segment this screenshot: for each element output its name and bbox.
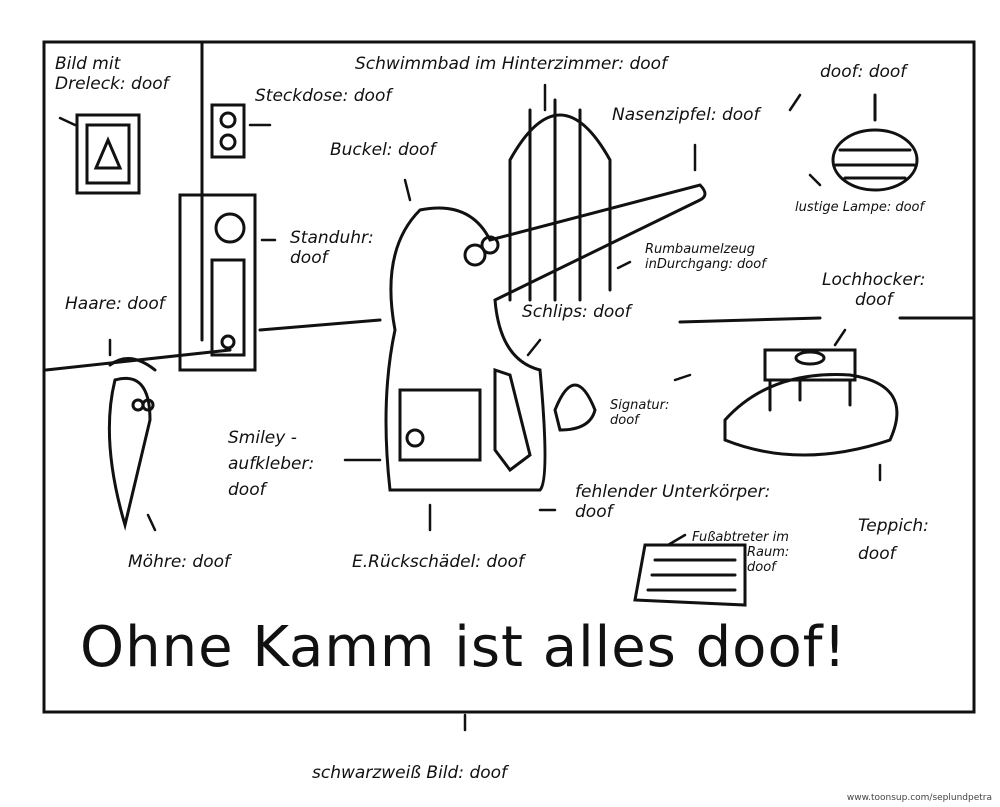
floor-line: [44, 316, 974, 372]
label-steckdose: Steckdose: doof: [255, 86, 392, 106]
doormat: [633, 543, 747, 607]
label-line: doof: [747, 560, 776, 575]
label-line: Teppich:: [858, 516, 929, 536]
label-line: Bild mit: [55, 54, 121, 74]
label-doof-doof: doof: doof: [820, 62, 907, 82]
label-schwarzweiss-bild: schwarzweiß Bild: doof: [312, 763, 508, 783]
label-line: Signatur:: [610, 398, 670, 413]
picture-frame: [42, 40, 976, 714]
label-rueckschaedel: E.Rückschädel: doof: [352, 552, 525, 572]
label-line: Smiley -: [228, 428, 297, 448]
label-line: inDurchgang: doof: [645, 257, 766, 272]
label-nasenzipfel: Nasenzipfel: doof: [612, 105, 760, 125]
label-schwimmbad: Schwimmbad im Hinterzimmer: doof: [355, 54, 668, 74]
carrot: [107, 357, 157, 531]
credit-text: www.toonsup.com/seplundpetra: [846, 793, 992, 803]
stool-and-rug: [723, 348, 899, 457]
lamp: [831, 93, 919, 192]
man-figure: [384, 183, 707, 492]
socket: [210, 103, 246, 159]
label-line: Raum:: [747, 545, 790, 560]
label-line: Rumbaumelzeug: [645, 242, 755, 257]
triangle-picture: [75, 113, 141, 195]
label-buckel: Buckel: doof: [330, 140, 436, 160]
label-line: Fußabtreter im: [692, 530, 789, 545]
label-lochhocker: Lochhocker:doof: [822, 270, 926, 310]
label-moehre: Möhre: doof: [128, 552, 230, 572]
label-standuhr: Standuhr:doof: [290, 228, 374, 268]
pool-window: [508, 98, 612, 302]
label-line: Lochhocker:: [822, 270, 926, 290]
label-schlips: Schlips: doof: [522, 302, 631, 322]
label-signatur: Signatur:doof: [610, 398, 669, 428]
label-line: doof: [575, 502, 613, 522]
label-haare: Haare: doof: [65, 294, 165, 314]
label-line: Dreleck: doof: [55, 74, 169, 94]
label-line: fehlender Unterkörper:: [575, 482, 771, 502]
label-line: doof: [228, 480, 266, 500]
label-fehlender-unterkoerper: fehlender Unterkörper:doof: [575, 482, 770, 522]
label-line: doof: [858, 544, 896, 564]
label-line: doof: [290, 248, 328, 268]
arrows: [58, 83, 882, 732]
label-teppich: Teppich: doof: [858, 512, 929, 568]
grandfather-clock: [178, 193, 257, 372]
label-line: doof: [610, 413, 639, 428]
label-line: aufkleber:: [228, 454, 315, 474]
label-line: Standuhr:: [290, 228, 374, 248]
label-smiley-aufkleber: Smiley - aufkleber: doof: [228, 425, 314, 503]
label-line: doof: [854, 290, 893, 310]
cartoon-title: Ohne Kamm ist alles doof!: [80, 615, 847, 680]
label-lustige-lampe: lustige Lampe: doof: [795, 200, 925, 215]
